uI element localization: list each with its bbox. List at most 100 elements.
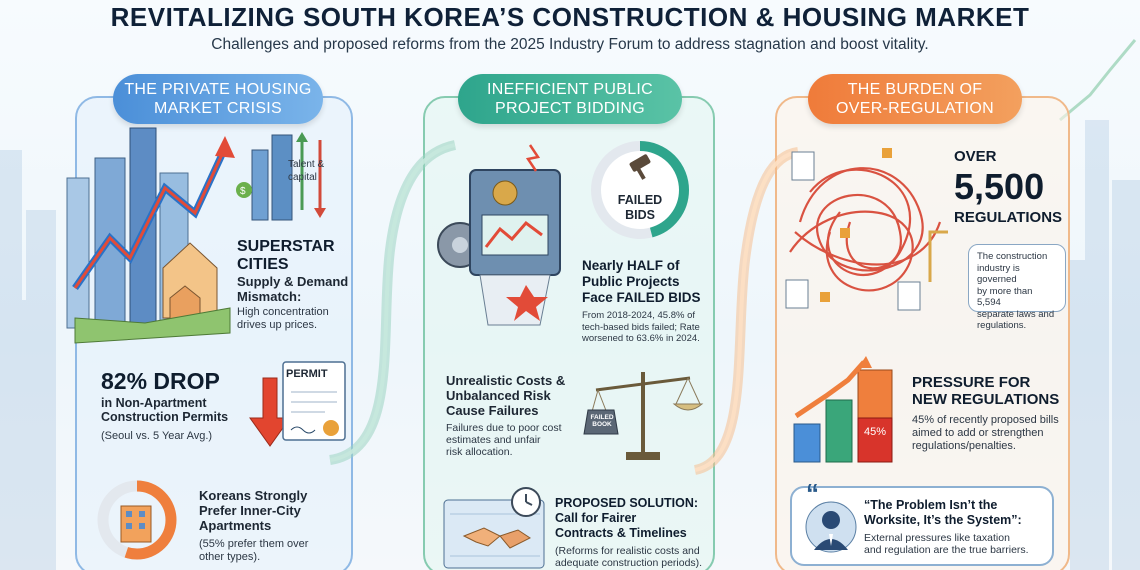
- header-line: MARKET CRISIS: [153, 100, 283, 117]
- quote-description: External pressures like taxation and reg…: [864, 532, 1029, 556]
- city-growth-illustration: [66, 127, 235, 344]
- failed-line: BIDS: [625, 208, 655, 222]
- header-line: PROJECT BIDDING: [495, 100, 645, 117]
- koreans-line: Koreans Strongly: [199, 488, 308, 503]
- bidding-machine-illustration: [437, 144, 561, 326]
- talent-line: Talent &: [288, 159, 325, 170]
- bubble-line: by more than 5,594: [977, 285, 1033, 309]
- superstar-cities-title: SUPERSTAR CITIES: [237, 238, 335, 274]
- failed-bids-title: Nearly HALF of Public Projects Face FAIL…: [582, 258, 701, 306]
- over-label: OVER: [954, 148, 997, 165]
- section-header-public-bidding: INEFFICIENT PUBLIC PROJECT BIDDING: [458, 74, 682, 124]
- koreans-line: Prefer Inner-City: [199, 503, 301, 518]
- permit-document-icon: [249, 361, 346, 447]
- superstar-sub-line: Mismatch:: [237, 289, 302, 304]
- drop-subtitle: in Non-Apartment Construction Permits: [101, 396, 228, 424]
- person-icon: [805, 501, 857, 553]
- superstar-description: High concentration drives up prices.: [237, 306, 329, 332]
- pressure-desc-line: 45% of recently proposed bills: [912, 414, 1059, 426]
- superstar-desc-line: High concentration: [237, 306, 329, 318]
- connector-arrow-2: [693, 147, 799, 475]
- drop-sub-line: in Non-Apartment: [101, 396, 207, 410]
- weight-line: FAILED: [590, 414, 614, 421]
- quote-desc-line: External pressures like taxation: [864, 532, 1010, 544]
- permit-label: PERMIT: [286, 368, 328, 380]
- tangled-regulations-illustration: [785, 148, 948, 311]
- page-subtitle: Challenges and proposed reforms from the…: [211, 36, 929, 53]
- pressure-description: 45% of recently proposed bills aimed to …: [912, 414, 1059, 453]
- drop-sub-line: Construction Permits: [101, 410, 229, 424]
- header-line: THE PRIVATE HOUSING: [124, 81, 312, 98]
- failed-weight-label: FAILED BOOK: [590, 414, 614, 428]
- proposed-solution-description: (Reforms for realistic costs and adequat…: [555, 545, 702, 569]
- unrealistic-costs-description: Failures due to poor cost estimates and …: [446, 422, 562, 458]
- koreans-prefer-title: Koreans Strongly Prefer Inner-City Apart…: [199, 488, 307, 533]
- header-line: THE BURDEN OF: [847, 81, 983, 98]
- proposed-solution-title: PROPOSED SOLUTION: Call for Fairer Contr…: [555, 496, 698, 541]
- unrealistic-costs-title: Unrealistic Costs & Unbalanced Risk Caus…: [446, 373, 565, 418]
- koreans-note-line: other types).: [199, 551, 261, 563]
- pressure-desc-line: aimed to add or strengthen: [912, 427, 1044, 439]
- koreans-line: Apartments: [199, 518, 272, 533]
- unreal-desc-line: estimates and unfair: [446, 434, 541, 446]
- drop-note: (Seoul vs. 5 Year Avg.): [101, 430, 213, 442]
- unreal-desc-line: risk allocation.: [446, 446, 513, 458]
- connector-arrow-1: [328, 140, 457, 465]
- solution-desc-line: adequate construction periods).: [555, 557, 703, 569]
- talent-label: Talent & capital: [288, 158, 324, 184]
- half-desc-line: tech-based bids failed; Rate: [582, 321, 700, 333]
- talent-capital-icon: $: [236, 132, 326, 221]
- svg-text:$: $: [240, 186, 246, 197]
- superstar-line: SUPERSTAR: [237, 238, 335, 255]
- unreal-line: Cause Failures: [446, 403, 539, 418]
- talent-line: capital: [288, 172, 317, 183]
- section-header-over-regulation: THE BURDEN OF OVER-REGULATION: [808, 74, 1022, 124]
- superstar-desc-line: drives up prices.: [237, 319, 318, 331]
- regulation-count: 5,500: [954, 166, 1045, 207]
- quote-desc-line: and regulation are the true barriers.: [864, 544, 1029, 556]
- failed-bids-gauge: [591, 141, 689, 239]
- header-line: INEFFICIENT PUBLIC: [486, 81, 654, 98]
- bubble-line: The construction: [977, 251, 1048, 262]
- drop-stat: 82% DROP: [101, 368, 220, 394]
- unreal-line: Unrealistic Costs &: [446, 373, 566, 388]
- pressure-line: NEW REGULATIONS: [912, 391, 1060, 408]
- half-line: Nearly HALF of: [582, 258, 680, 273]
- preference-donut-chart: [97, 480, 177, 560]
- failed-bids-description: From 2018-2024, 45.8% of tech-based bids…: [582, 310, 700, 345]
- unreal-desc-line: Failures due to poor cost: [446, 422, 562, 434]
- superstar-subtitle: Supply & Demand Mismatch:: [237, 274, 348, 304]
- koreans-prefer-note: (55% prefer them over other types).: [199, 538, 308, 564]
- koreans-note-line: (55% prefer them over: [199, 538, 309, 550]
- contract-handshake-icon: [443, 487, 545, 569]
- bubble-line: separate laws and: [977, 308, 1055, 320]
- quote-line: Worksite, It’s the System”:: [864, 513, 1022, 527]
- section-header-private-housing: THE PRIVATE HOUSING MARKET CRISIS: [113, 74, 323, 124]
- quote-mark-icon: “: [806, 478, 819, 508]
- rising-bars-chart: [793, 356, 893, 463]
- half-line: Public Projects: [582, 274, 680, 289]
- quote-line: “The Problem Isn’t the: [864, 498, 998, 512]
- half-desc-line: From 2018-2024, 45.8% of: [582, 310, 696, 321]
- pressure-desc-line: regulations/penalties.: [912, 440, 1016, 452]
- quote-title: “The Problem Isn’t the Worksite, It’s th…: [864, 498, 1022, 528]
- regulation-info-bubble: The construction industry is governed by…: [968, 244, 1066, 331]
- bar-percent-label: 45%: [863, 426, 887, 438]
- header-line: OVER-REGULATION: [836, 100, 994, 117]
- bubble-line: industry is governed: [977, 262, 1020, 286]
- failed-bids-label: FAILED BIDS: [614, 193, 666, 223]
- page-title: REVITALIZING SOUTH KOREA’S CONSTRUCTION …: [110, 2, 1030, 32]
- scale-imbalance-icon: [583, 372, 704, 460]
- superstar-sub-line: Supply & Demand: [237, 274, 349, 289]
- half-desc-line: worsened to 63.6% in 2024.: [582, 333, 700, 344]
- solution-line: Contracts & Timelines: [555, 526, 687, 540]
- solution-line: PROPOSED SOLUTION:: [555, 496, 699, 510]
- pressure-title: PRESSURE FOR NEW REGULATIONS: [912, 374, 1059, 408]
- solution-desc-line: (Reforms for realistic costs and: [555, 545, 700, 557]
- solution-line: Call for Fairer: [555, 511, 637, 525]
- unreal-line: Unbalanced Risk: [446, 388, 551, 403]
- pressure-line: PRESSURE FOR: [912, 374, 1031, 391]
- weight-line: BOOK: [592, 421, 612, 428]
- half-line: Face FAILED BIDS: [582, 290, 701, 305]
